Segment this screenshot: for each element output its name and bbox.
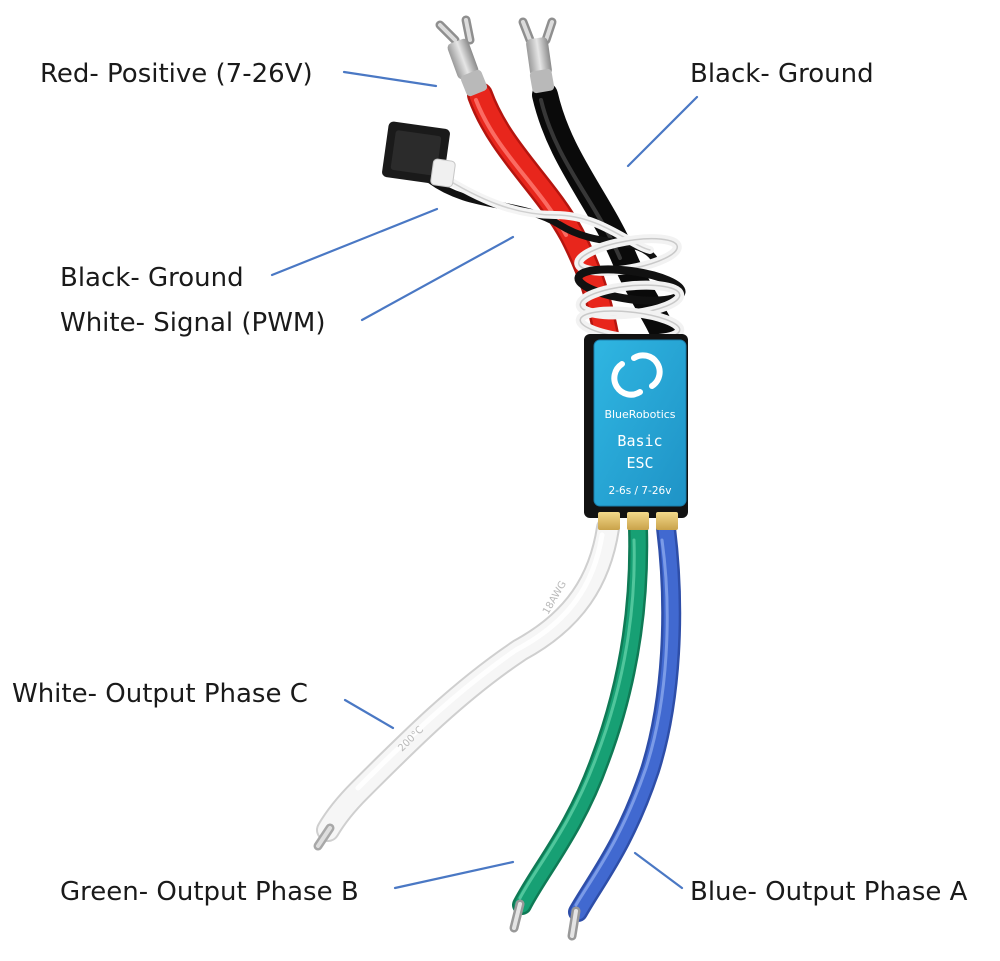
- solder-pad-b: [627, 512, 649, 530]
- label-white-phase-c: White- Output Phase C: [12, 679, 308, 709]
- esc-rating: 2-6s / 7-26v: [609, 485, 672, 497]
- label-green-phase-b: Green- Output Phase B: [60, 877, 359, 907]
- leader-blue-phase-a: [633, 851, 684, 890]
- esc-brand: BlueRobotics: [604, 408, 675, 421]
- esc-model-line2: ESC: [626, 454, 653, 472]
- leader-black-ground-signal: [270, 207, 439, 277]
- leader-black-ground-power: [626, 95, 699, 168]
- label-black-ground-power: Black- Ground: [690, 59, 874, 89]
- leader-red-positive: [342, 70, 438, 88]
- phase-c-white-wire: 18AWG 200°C: [313, 516, 620, 851]
- esc-model-line1: Basic: [617, 432, 662, 450]
- solder-pad-a: [656, 512, 678, 530]
- signal-wires: [382, 121, 686, 344]
- label-red-positive: Red- Positive (7-26V): [40, 59, 313, 89]
- label-blue-phase-a: Blue- Output Phase A: [690, 877, 968, 907]
- solder-pad-c: [598, 512, 620, 530]
- leader-white-phase-c: [343, 698, 395, 730]
- esc-board: BlueRobotics Basic ESC 2-6s / 7-26v: [584, 334, 688, 530]
- label-black-ground-signal: Black- Ground: [60, 263, 244, 293]
- leader-white-signal: [360, 235, 515, 322]
- phase-b-green-wire: [509, 518, 649, 933]
- bluerobotics-logo-icon: [611, 352, 663, 398]
- label-white-signal: White- Signal (PWM): [60, 308, 326, 338]
- leader-lines: [270, 70, 699, 890]
- phase-a-blue-wire: [567, 518, 682, 941]
- leader-green-phase-b: [393, 860, 515, 890]
